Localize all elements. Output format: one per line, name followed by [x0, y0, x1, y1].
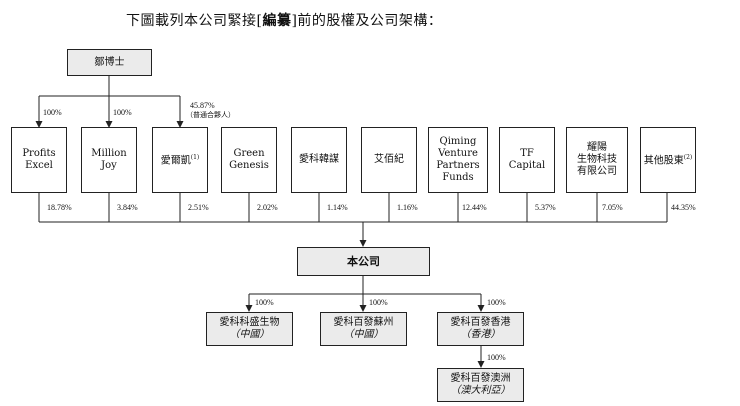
shareholder-line: 耀陽: [587, 142, 607, 153]
shareholder-aierkai: 愛爾凱(1): [152, 127, 208, 193]
percent-shareholder-yaoyang: 7.05%: [602, 203, 623, 212]
shareholder-line: Funds: [442, 172, 474, 183]
intro-text: 下圖載列本公司緊接[編纂]前的股權及公司架構：: [126, 10, 442, 30]
shareholder-line: Green: [233, 148, 265, 159]
shareholder-tf-capital: TF Capital: [499, 127, 555, 193]
percent-shareholder-aierkai: 2.51%: [188, 203, 209, 212]
subsidiary-aike-suzhou: 愛科百發蘇州 （中國）: [320, 312, 407, 346]
shareholder-qiming-venture-partners-funds: Qiming Venture Partners Funds: [428, 127, 488, 193]
subsidiary-name: 愛科百發香港: [450, 317, 511, 328]
subsidiary-aike-hongkong: 愛科百發香港 （香港）: [437, 312, 524, 346]
subsidiary-place: （中國）: [229, 329, 270, 340]
percent-shareholder-qiming: 12.44%: [462, 203, 487, 212]
shareholder-line: 有限公司: [577, 166, 617, 177]
shareholder-line: Qiming: [439, 136, 477, 147]
shareholder-profits-excel: Profits Excel: [11, 127, 67, 193]
percent-sub-aike-suzhou: 100%: [369, 298, 388, 307]
shareholder-line: 愛爾凱: [160, 155, 191, 167]
shareholder-line: 其他股東: [643, 155, 684, 167]
shareholder-line: Excel: [25, 160, 53, 171]
company-name: 本公司: [347, 254, 380, 268]
percent-profits-excel-ownership: 100%: [43, 108, 62, 117]
shareholder-line: Partners: [436, 160, 480, 171]
percent-shareholder-aibaiji: 1.16%: [397, 203, 418, 212]
percent-shareholder-profits-excel: 18.78%: [47, 203, 72, 212]
intro-post: ]前的股權及公司架構：: [291, 13, 443, 29]
shareholder-line: Profits: [22, 148, 56, 159]
subsidiary-name: 愛科百發蘇州: [333, 317, 394, 328]
subsidiary-place: （澳大利亞）: [450, 385, 511, 396]
percent-shareholder-aike-hanmou: 1.14%: [327, 203, 348, 212]
shareholder-line: Million: [91, 148, 127, 159]
footnote-marker: (1): [190, 154, 200, 162]
subsidiary-name: 愛科科盛生物: [219, 317, 280, 328]
subsidiary-aike-australia: 愛科百發澳洲 （澳大利亞）: [437, 368, 524, 402]
intro-pre: 下圖載列本公司緊接[: [126, 13, 263, 29]
shareholder-million-joy: Million Joy: [81, 127, 137, 193]
founder-name: 鄒博士: [94, 56, 125, 68]
shareholder-aike-hanmou: 愛科韓謀: [291, 127, 347, 193]
percent-shareholder-others: 44.35%: [671, 203, 696, 212]
footnote-marker: (2): [683, 154, 693, 162]
percent-million-joy-ownership: 100%: [113, 108, 132, 117]
percent-shareholder-million-joy: 3.84%: [117, 203, 138, 212]
shareholder-line: 生物科技: [577, 154, 617, 165]
percent-partnership-ownership: 45.87%: [190, 101, 215, 110]
shareholder-yaoyang-biotech: 耀陽 生物科技 有限公司: [566, 127, 628, 193]
shareholder-line: Capital: [508, 160, 546, 171]
percent-shareholder-tf-capital: 5.37%: [535, 203, 556, 212]
shareholder-green-genesis: Green Genesis: [221, 127, 277, 193]
intro-bold: 編纂: [262, 13, 292, 29]
subsidiary-name: 愛科百發澳洲: [450, 373, 511, 384]
shareholder-line: TF: [520, 148, 534, 159]
subsidiary-place: （香港）: [460, 329, 501, 340]
shareholder-line: Venture: [438, 148, 478, 159]
subsidiary-aike-kesheng: 愛科科盛生物 （中國）: [206, 312, 293, 346]
percent-sub-aike-kesheng: 100%: [255, 298, 274, 307]
shareholder-other-shareholders: 其他股東(2): [640, 127, 696, 193]
percent-sub-aike-hongkong: 100%: [487, 298, 506, 307]
company-box: 本公司: [297, 247, 430, 276]
shareholder-aibaiji: 艾佰紀: [361, 127, 417, 193]
shareholder-line: 艾佰紀: [374, 154, 404, 165]
subsidiary-place: （中國）: [343, 329, 384, 340]
shareholder-line: Joy: [101, 160, 117, 171]
founder-box: 鄒博士: [67, 49, 152, 76]
general-partner-note: （普通合夥人）: [186, 111, 235, 119]
percent-shareholder-green-genesis: 2.02%: [257, 203, 278, 212]
percent-sub-aike-australia: 100%: [487, 353, 506, 362]
shareholder-line: 愛科韓謀: [299, 154, 339, 165]
shareholder-line: Genesis: [229, 160, 269, 171]
